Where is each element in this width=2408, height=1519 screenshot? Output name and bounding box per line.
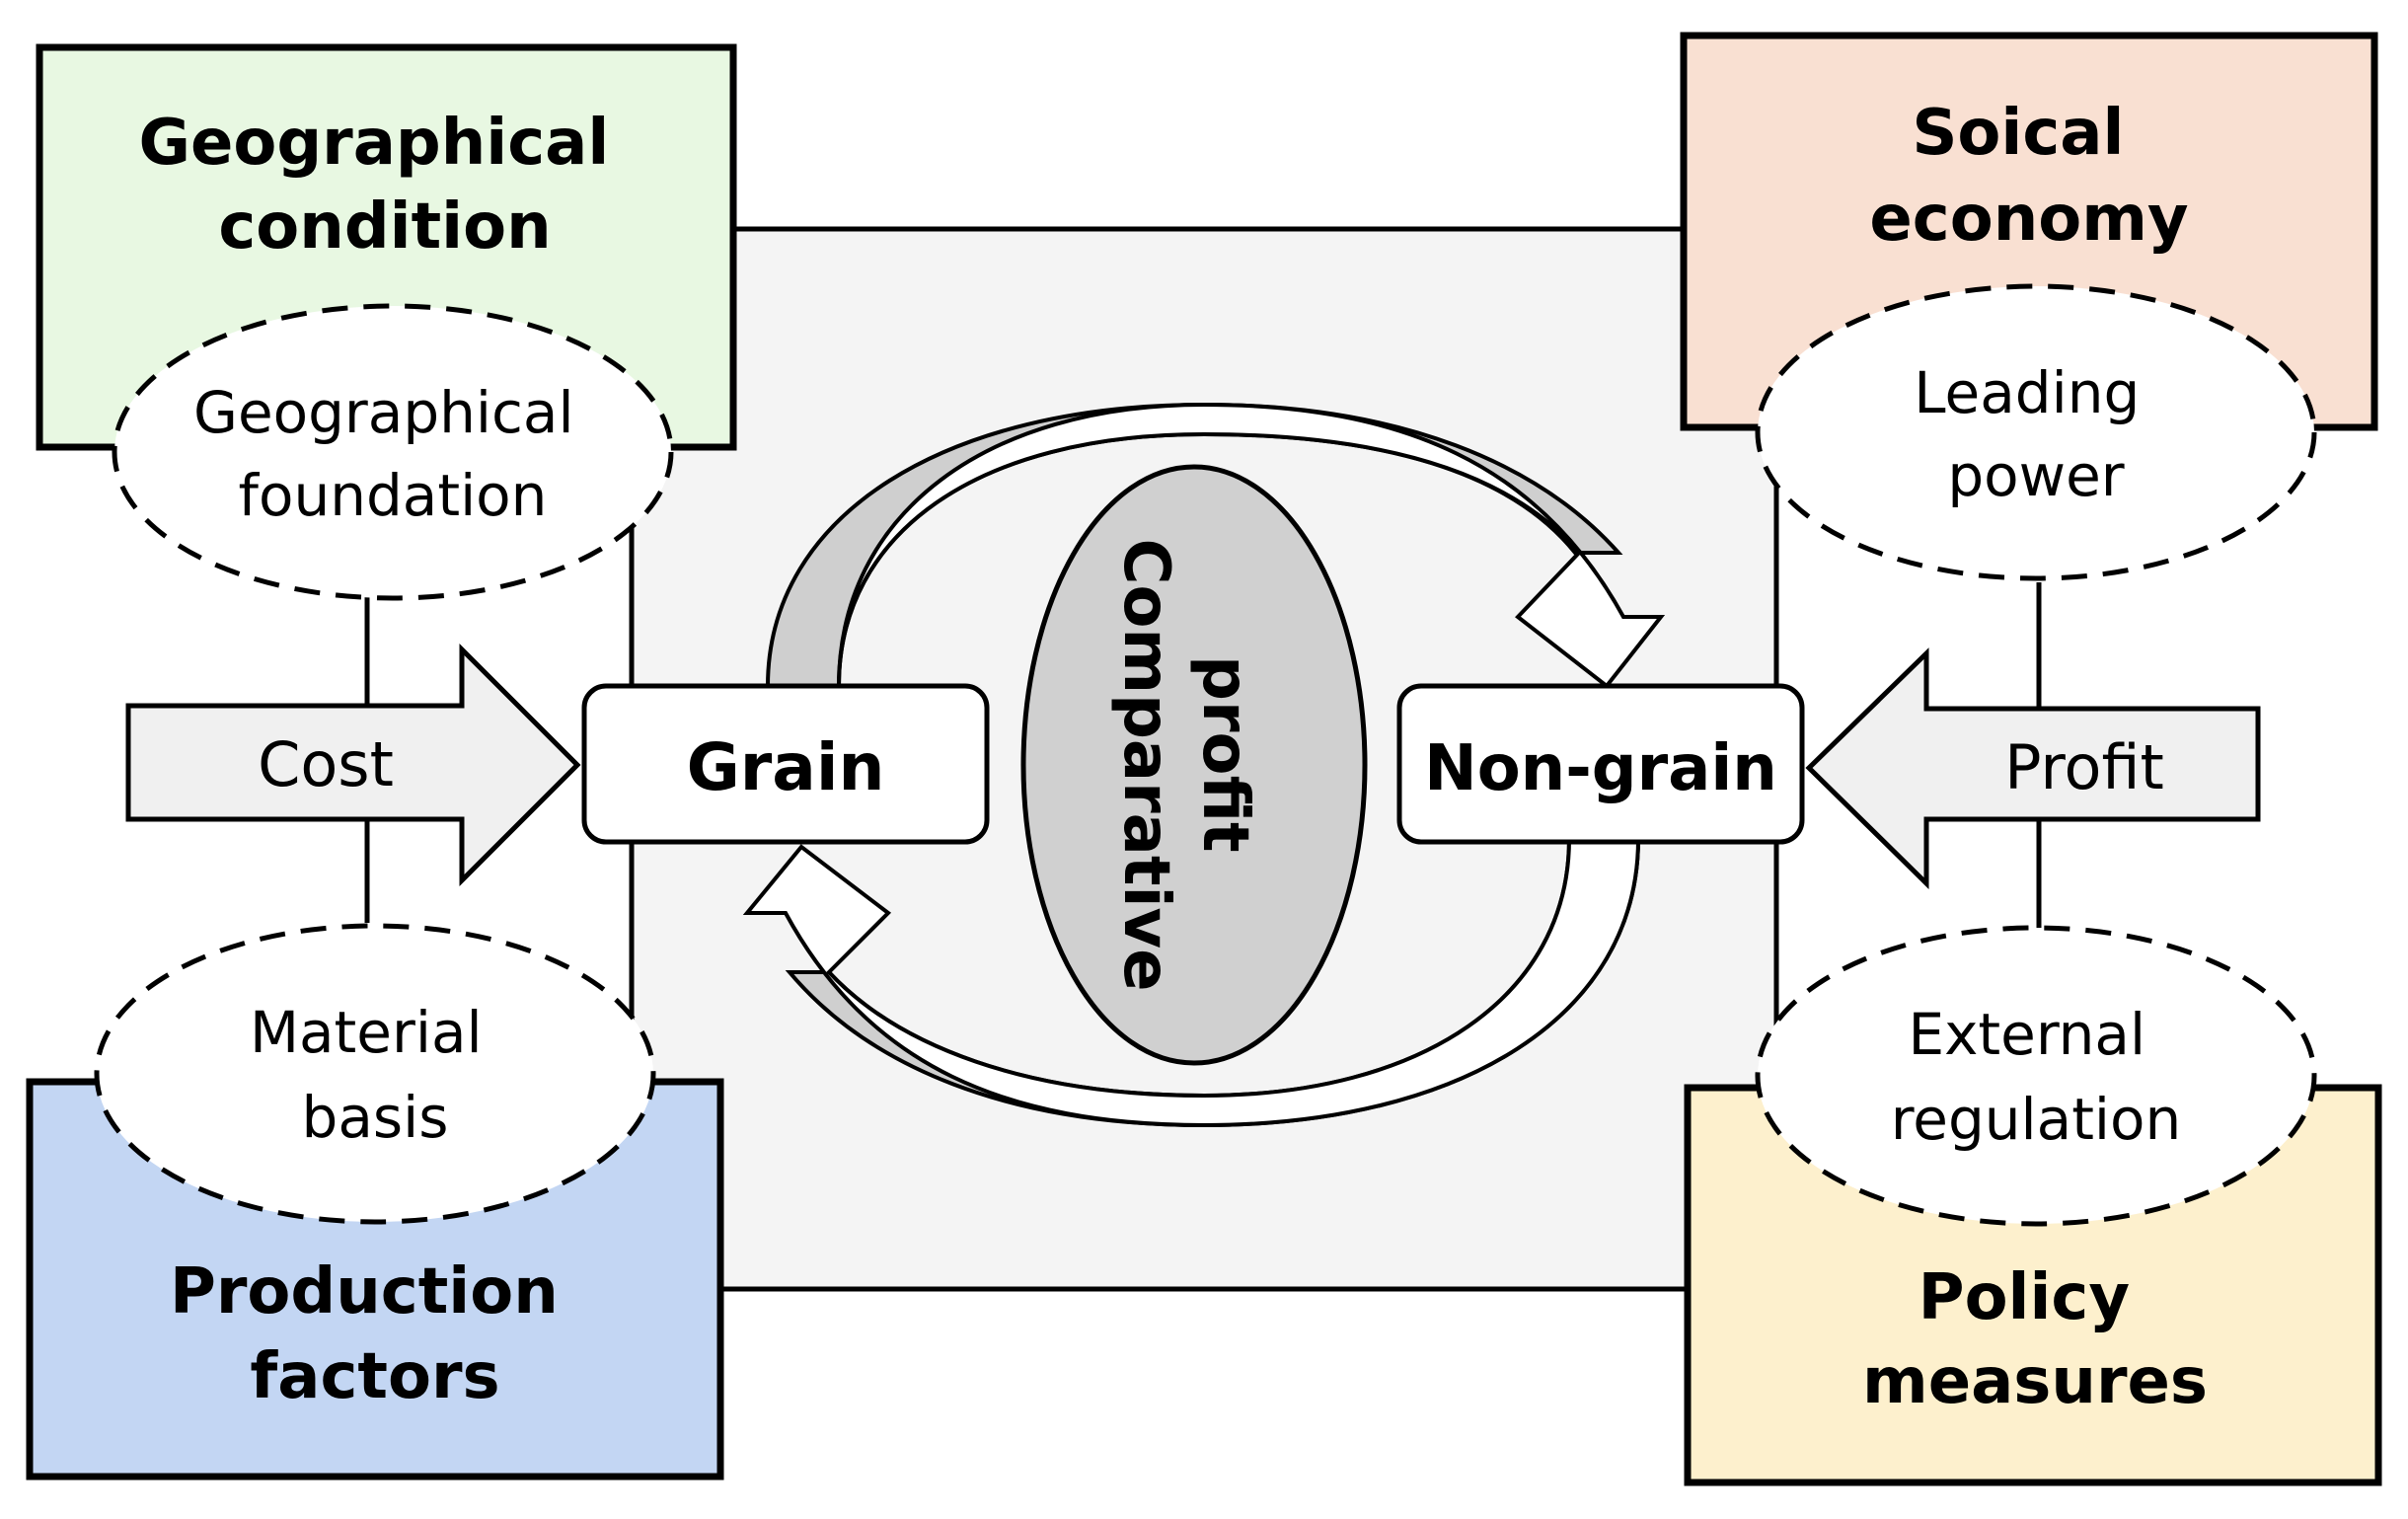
- material-basis-ellipse: [94, 923, 656, 1225]
- material-basis-text: Material basis: [250, 999, 500, 1151]
- production-factors-title: Production factors: [170, 1255, 580, 1413]
- non-grain-label: Non-grain: [1424, 732, 1777, 805]
- grain-label: Grain: [687, 729, 885, 805]
- leading-power-ellipse: [1755, 283, 2317, 581]
- external-regulation-ellipse: [1755, 925, 2317, 1227]
- geographical-foundation-ellipse: [112, 303, 674, 601]
- geographical-condition-title: Geographical condition: [138, 107, 631, 264]
- geographical-foundation-text: Geographical foundation: [193, 379, 592, 529]
- grain-node: [581, 683, 990, 845]
- cost-label: Cost: [258, 728, 394, 800]
- top-arc-arrow: [837, 402, 1666, 689]
- non-grain-node: [1396, 683, 1805, 845]
- comparative-profit-ellipse: [1020, 464, 1368, 1066]
- profit-arrow: [1805, 647, 2261, 889]
- bottom-arc-arrow: [742, 837, 1641, 1128]
- comparative-profit-text: profit Comparative: [1109, 538, 1261, 991]
- social-economy-title: Soical economy: [1869, 97, 2188, 256]
- leading-power-text: Leading power: [1914, 359, 2157, 509]
- policy-measures-title: Policy measures: [1862, 1261, 2208, 1418]
- cost-arrow: [125, 643, 581, 887]
- profit-label: Profit: [2004, 731, 2164, 803]
- external-regulation-text: External regulation: [1891, 1001, 2182, 1153]
